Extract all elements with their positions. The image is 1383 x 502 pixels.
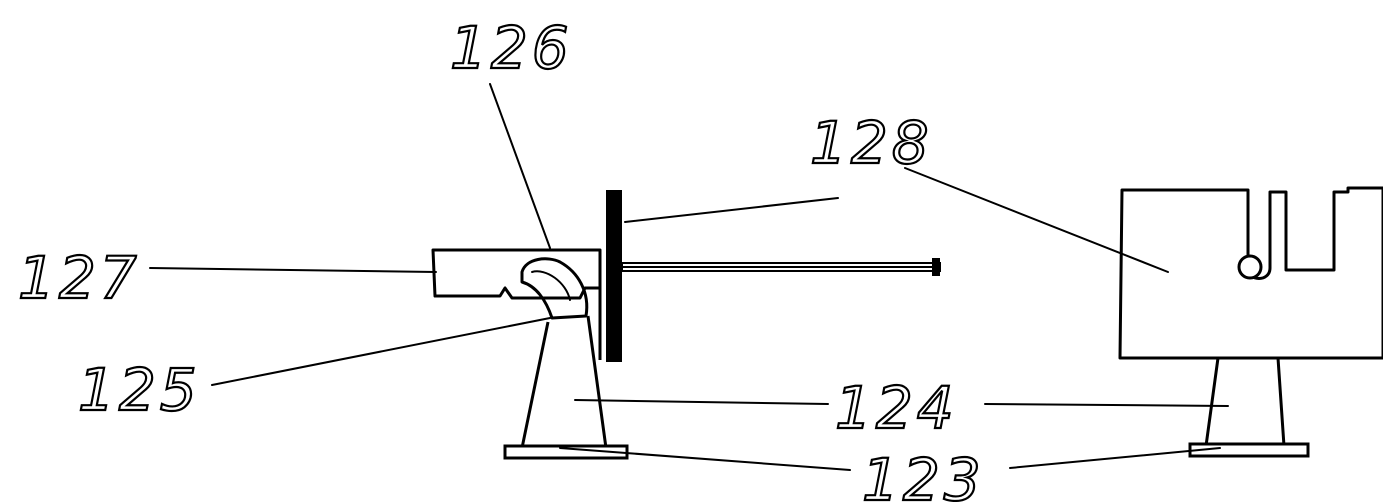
ref-123: 123	[862, 446, 985, 502]
leader-123-right	[1009, 447, 1221, 469]
leader-124-left	[574, 399, 829, 405]
right-housing-hole	[1237, 254, 1263, 280]
leader-124-right	[984, 403, 1229, 407]
ref-125: 125	[78, 356, 201, 424]
leader-125	[211, 317, 551, 386]
left-base-plate	[503, 444, 629, 460]
ref-124: 124	[835, 374, 958, 442]
right-stand	[1204, 357, 1286, 447]
leader-128-right	[904, 167, 1169, 273]
leader-127	[149, 267, 437, 273]
ref-128: 128	[810, 109, 933, 177]
ref-126: 126	[450, 14, 573, 82]
curved-coupling	[520, 257, 589, 320]
rod-tip	[932, 258, 940, 276]
connector-block	[431, 248, 602, 300]
leader-126	[489, 83, 551, 249]
leader-128-left	[624, 197, 839, 223]
ref-127: 127	[18, 244, 141, 312]
coupling-inner-curve	[531, 270, 571, 301]
vertical-plate	[606, 190, 622, 362]
leader-123-left	[559, 447, 851, 471]
left-stand	[520, 288, 608, 449]
